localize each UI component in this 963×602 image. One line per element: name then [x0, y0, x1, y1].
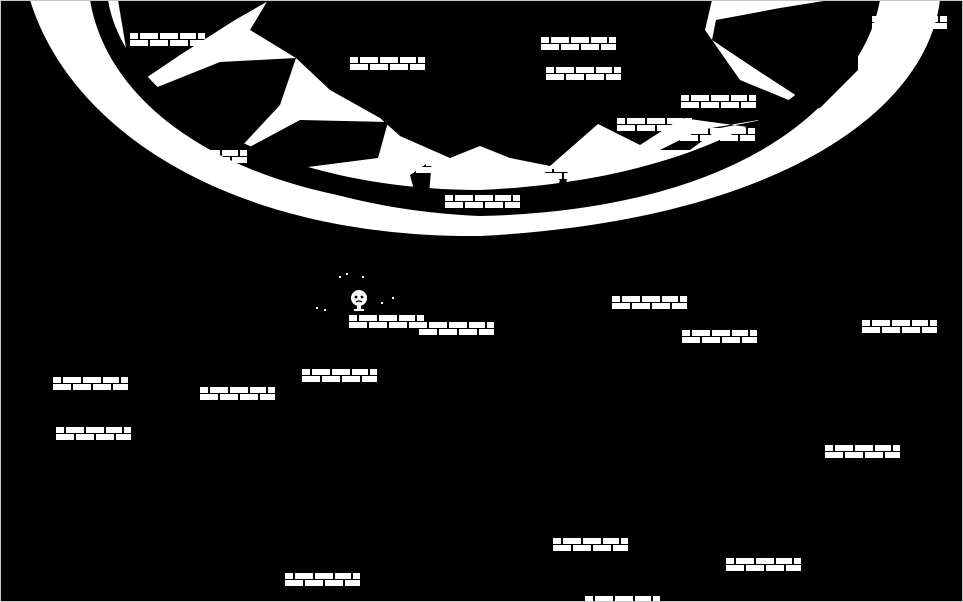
white-brick-platform-icon — [56, 427, 131, 440]
white-brick-platform-icon — [285, 573, 360, 586]
white-brick-platform-icon — [682, 330, 757, 343]
white-brick-platform-icon — [445, 195, 520, 208]
round-face-character-icon[interactable] — [351, 290, 367, 311]
white-brick-platform-icon — [862, 320, 937, 333]
white-brick-platform-icon — [349, 315, 424, 328]
white-brick-platform-icon — [585, 596, 660, 602]
white-brick-platform-icon — [680, 128, 755, 141]
white-brick-platform-icon — [53, 377, 128, 390]
white-brick-platform-icon — [419, 322, 494, 335]
white-brick-platform-icon — [612, 296, 687, 309]
white-brick-platform-icon — [504, 166, 579, 179]
white-brick-platform-icon — [726, 558, 801, 571]
white-brick-platform-icon — [130, 33, 205, 46]
white-brick-platform-icon — [541, 37, 616, 50]
platform-layer — [53, 16, 947, 602]
white-brick-platform-icon — [302, 369, 377, 382]
white-brick-platform-icon — [172, 150, 247, 163]
dome-crack-shards — [118, 0, 858, 205]
white-brick-platform-icon — [396, 160, 471, 173]
white-brick-platform-icon — [825, 445, 900, 458]
white-brick-platform-icon — [553, 538, 628, 551]
white-brick-platform-icon — [681, 95, 756, 108]
white-brick-platform-icon — [350, 57, 425, 70]
white-brick-platform-icon — [546, 67, 621, 80]
shattered-dome-window-icon — [30, 0, 940, 237]
white-brick-platform-icon — [872, 16, 947, 29]
white-brick-platform-icon — [200, 387, 275, 400]
sparkle-particles — [316, 273, 394, 311]
